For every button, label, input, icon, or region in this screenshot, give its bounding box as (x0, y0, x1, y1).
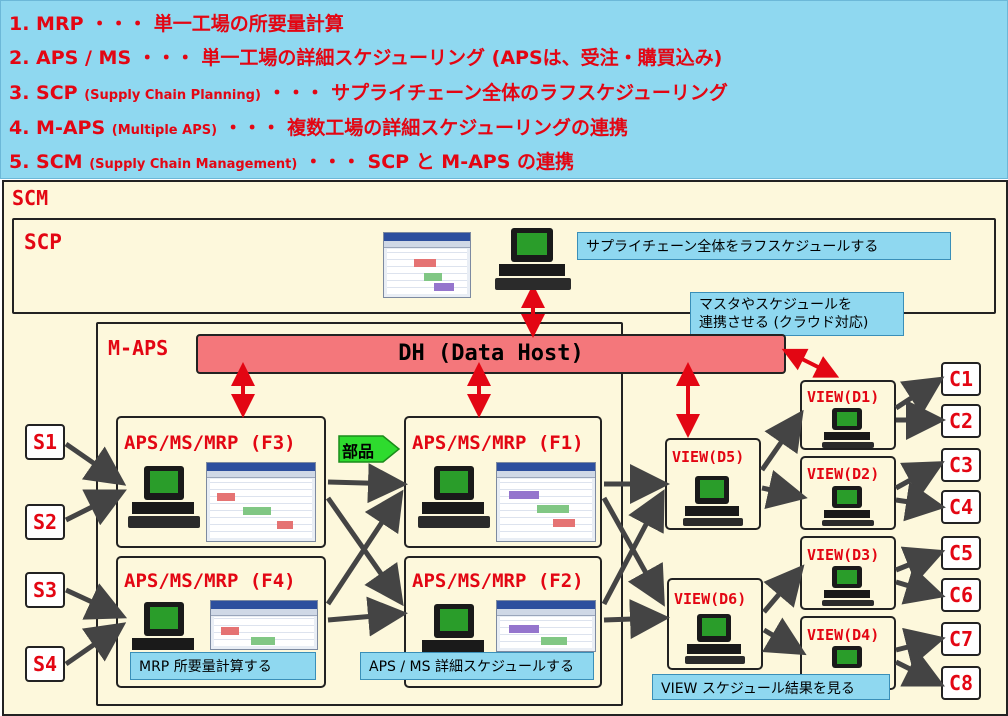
supplier-node-s1: S1 (25, 424, 65, 460)
f3-screenshot (206, 462, 316, 542)
legend-line-scp: 3. SCP (Supply Chain Planning) ・・・ サプライチ… (9, 82, 728, 104)
factory-label-f1: APS/MS/MRP (F1) (412, 432, 584, 454)
f4-screenshot (210, 600, 318, 650)
supplier-node-s2: S2 (25, 504, 65, 540)
view-label-d6: VIEW(D6) (674, 590, 747, 608)
scp-label: SCP (24, 230, 62, 254)
customer-node-c8: C8 (941, 666, 981, 700)
customer-node-c4: C4 (941, 490, 981, 524)
view-label-d3: VIEW(D3) (807, 546, 880, 564)
parts-label: 部品 (342, 442, 375, 461)
mrp-callout: MRP 所要量計算する (130, 652, 316, 680)
parts-arrow (338, 435, 401, 463)
view-label-d5: VIEW(D5) (672, 448, 745, 466)
f2-screenshot (496, 600, 596, 652)
mapps-label: M-APS (108, 336, 169, 360)
scp-screenshot (383, 232, 471, 298)
customer-node-c7: C7 (941, 622, 981, 656)
customer-node-c3: C3 (941, 448, 981, 482)
aps-callout: APS / MS 詳細スケジュールする (360, 652, 594, 680)
legend-line-mrp: 1. MRP ・・・ 単一工場の所要量計算 (9, 13, 344, 35)
supplier-node-s3: S3 (25, 572, 65, 608)
legend-line-aps: 2. APS / MS ・・・ 単一工場の詳細スケジューリング (APSは、受注… (9, 47, 723, 69)
legend-line-scm: 5. SCM (Supply Chain Management) ・・・ SCP… (9, 151, 575, 173)
scp-callout: サプライチェーン全体をラフスケジュールする (577, 232, 951, 260)
customer-node-c6: C6 (941, 578, 981, 612)
supplier-node-s4: S4 (25, 646, 65, 682)
data-host-bar: DH (Data Host) (196, 334, 786, 374)
view-label-d1: VIEW(D1) (807, 388, 880, 406)
legend-panel: 1. MRP ・・・ 単一工場の所要量計算 2. APS / MS ・・・ 単一… (0, 0, 1008, 179)
scm-label: SCM (12, 186, 49, 210)
master-callout: マスタやスケジュールを 連携させる (クラウド対応) (690, 292, 904, 336)
view-label-d2: VIEW(D2) (807, 465, 880, 483)
legend-line-mapps: 4. M-APS (Multiple APS) ・・・ 複数工場の詳細スケジュー… (9, 117, 628, 139)
factory-label-f3: APS/MS/MRP (F3) (124, 432, 296, 454)
customer-node-c2: C2 (941, 404, 981, 438)
customer-node-c1: C1 (941, 362, 981, 396)
customer-node-c5: C5 (941, 536, 981, 570)
view-label-d4: VIEW(D4) (807, 626, 880, 644)
factory-label-f4: APS/MS/MRP (F4) (124, 570, 296, 592)
view-callout: VIEW スケジュール結果を見る (652, 674, 890, 700)
f1-screenshot (496, 462, 596, 542)
factory-label-f2: APS/MS/MRP (F2) (412, 570, 584, 592)
